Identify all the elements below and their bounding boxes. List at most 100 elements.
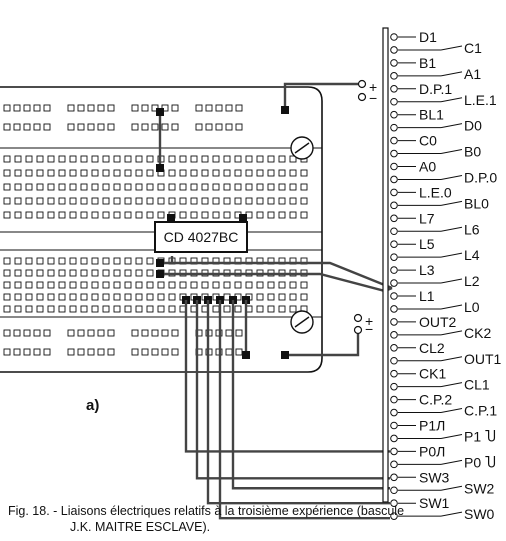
terminal-hole xyxy=(168,281,176,289)
pin-label-d0: D0 xyxy=(464,118,482,134)
terminal-hole xyxy=(234,197,242,205)
rail-hole xyxy=(77,104,85,112)
terminal-hole xyxy=(289,293,297,301)
terminal-hole xyxy=(201,183,209,191)
terminal-hole xyxy=(47,305,55,313)
terminal-hole xyxy=(113,257,121,265)
terminal-hole xyxy=(14,183,22,191)
terminal-hole xyxy=(157,305,165,313)
connector-pin-even xyxy=(390,382,398,391)
rail-hole xyxy=(235,348,243,356)
rail-hole xyxy=(87,104,95,112)
pin-lead xyxy=(440,485,463,491)
terminal-hole xyxy=(256,155,264,163)
connector-pin-odd xyxy=(390,214,398,223)
terminal-hole xyxy=(289,211,297,219)
terminal-hole xyxy=(14,155,22,163)
chip-pin xyxy=(167,214,175,222)
terminal-hole xyxy=(157,281,165,289)
rail-hole xyxy=(77,329,85,337)
terminal-hole xyxy=(69,169,77,177)
terminal-hole xyxy=(91,183,99,191)
rail-hole xyxy=(141,348,149,356)
pin-label-p1-: P1 Ⴎ xyxy=(464,428,496,444)
rail-hole xyxy=(87,348,95,356)
terminal-hole xyxy=(36,183,44,191)
terminal-hole xyxy=(234,169,242,177)
terminal-hole xyxy=(300,211,308,219)
terminal-hole xyxy=(289,305,297,313)
terminal-hole xyxy=(146,169,154,177)
terminal-hole xyxy=(179,211,187,219)
terminal-hole xyxy=(14,169,22,177)
connector-pin-even xyxy=(390,123,398,132)
terminal-hole xyxy=(278,293,286,301)
terminal-hole xyxy=(135,169,143,177)
rail-hole xyxy=(131,123,139,131)
terminal-hole xyxy=(300,293,308,301)
terminal-hole xyxy=(91,257,99,265)
pin-label-l0: L0 xyxy=(464,299,480,315)
supply-symbol-bottom: + − xyxy=(353,313,373,337)
rail-hole xyxy=(131,104,139,112)
rail-hole xyxy=(235,104,243,112)
terminal-hole xyxy=(113,293,121,301)
wire-SW3 xyxy=(195,300,390,480)
terminal-hole xyxy=(300,281,308,289)
screw-slot xyxy=(294,316,310,328)
rail-hole xyxy=(225,329,233,337)
terminal-hole xyxy=(102,269,110,277)
terminal-hole xyxy=(113,211,121,219)
terminal-hole xyxy=(36,293,44,301)
connector-pin-even xyxy=(390,149,398,158)
terminal-hole xyxy=(212,305,220,313)
terminal-hole xyxy=(69,293,77,301)
terminal-hole xyxy=(124,183,132,191)
rail-hole xyxy=(141,123,149,131)
connector-pin-even xyxy=(390,46,398,54)
terminal-hole xyxy=(267,211,275,219)
terminal-hole xyxy=(102,257,110,265)
terminal-hole xyxy=(25,281,33,289)
pin-label-sw1: SW1 xyxy=(419,495,450,511)
terminal-hole xyxy=(69,183,77,191)
caption-line-2: J.K. MAITRE ESCLAVE). xyxy=(70,520,211,534)
terminal-hole xyxy=(245,183,253,191)
terminal-hole xyxy=(3,293,11,301)
rail-hole xyxy=(225,348,233,356)
rail-hole xyxy=(23,123,31,131)
terminal-hole xyxy=(14,257,22,265)
terminal-hole xyxy=(91,269,99,277)
terminal-hole xyxy=(146,183,154,191)
rail-hole xyxy=(195,104,203,112)
terminal-hole xyxy=(267,197,275,205)
terminal-hole xyxy=(3,183,11,191)
supply-plus-top: + xyxy=(369,79,377,95)
pin-label-l-e-1: L.E.1 xyxy=(464,92,497,108)
terminal-hole xyxy=(135,257,143,265)
pin-label-p1-: P1Л xyxy=(419,418,445,434)
terminal-hole xyxy=(168,293,176,301)
connector-pin-even xyxy=(390,227,398,236)
terminal-hole xyxy=(14,197,22,205)
terminal-hole xyxy=(14,293,22,301)
terminal-hole xyxy=(146,281,154,289)
terminal-hole xyxy=(223,197,231,205)
pin-lead xyxy=(440,382,463,388)
rail-hole xyxy=(225,104,233,112)
wires xyxy=(156,82,393,520)
terminal-hole xyxy=(58,211,66,219)
terminal-hole xyxy=(3,257,11,265)
connector-pin-odd xyxy=(390,395,398,404)
terminal-hole xyxy=(58,257,66,265)
pin-lead xyxy=(440,252,463,258)
connector-pin-odd xyxy=(390,136,398,145)
pin-label-c-p-1: C.P.1 xyxy=(464,403,497,419)
terminal-hole xyxy=(102,155,110,163)
terminal-hole xyxy=(124,197,132,205)
rail-hole xyxy=(151,329,159,337)
pin-label-ck2: CK2 xyxy=(464,325,491,341)
rail-hole xyxy=(161,123,169,131)
terminal-hole xyxy=(190,211,198,219)
terminal-hole xyxy=(245,155,253,163)
